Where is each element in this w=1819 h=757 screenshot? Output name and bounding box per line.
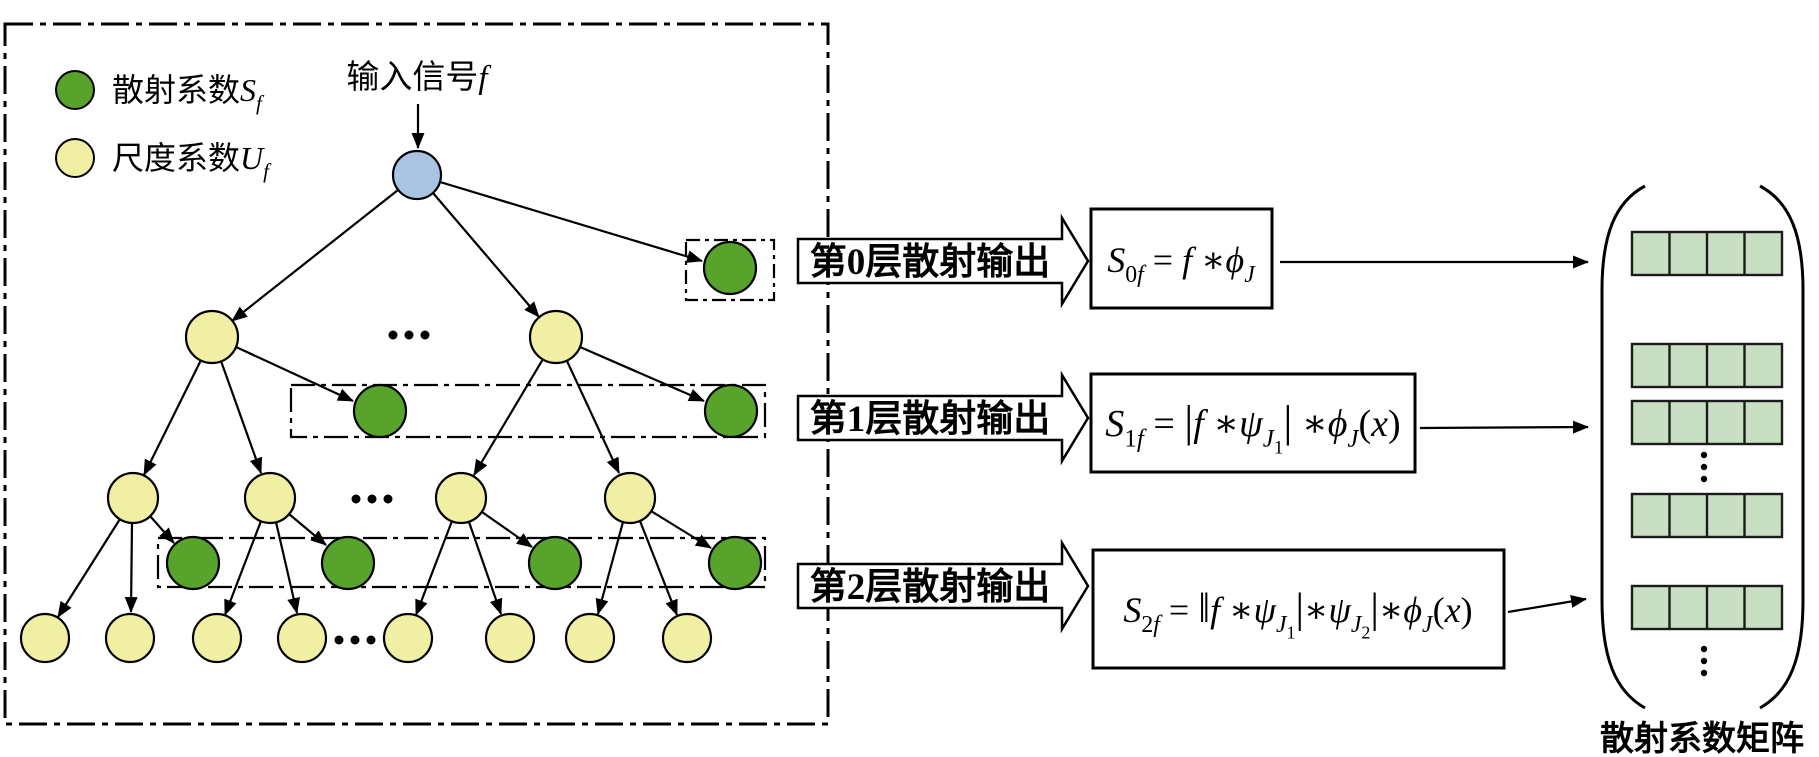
edge-l2c-to-s2c xyxy=(481,511,533,548)
banner-label-layer1: 第1层散射输出 xyxy=(810,398,1051,440)
edge-l2a-to-u1 xyxy=(57,518,121,618)
legend-scatter-node-icon xyxy=(55,70,95,110)
node-input-root xyxy=(391,149,443,201)
edge-l2d-to-u7 xyxy=(595,521,625,615)
formula-box-s2 xyxy=(1091,548,1506,670)
formula-box-s1 xyxy=(1089,372,1417,474)
matrix-row-2 xyxy=(1630,342,1784,389)
edge-l2c-to-u5 xyxy=(414,520,454,616)
edge-l2a-to-s2a xyxy=(149,515,175,544)
tree-nodes xyxy=(19,149,763,664)
edge-root-to-l1-left xyxy=(231,189,399,322)
edge-l1b-to-s1b xyxy=(579,345,705,403)
edge-l2b-to-u3 xyxy=(223,520,263,616)
matrix-vertical-ellipsis-icon-bottom xyxy=(1700,645,1708,677)
edge-l2d-to-s2d xyxy=(650,510,712,549)
node-scale-l3-3 xyxy=(191,612,243,664)
legend-scale-label: 尺度系数Uf xyxy=(112,140,272,183)
legend-scale-node-icon xyxy=(55,138,95,178)
layer0-output-dashed-box xyxy=(684,238,776,302)
node-scale-l3-8 xyxy=(661,612,713,664)
legend: 散射系数Sf 尺度系数Uf xyxy=(55,70,272,183)
edge-l1b-to-l2d xyxy=(566,360,620,474)
node-scatter-s2-d xyxy=(707,535,763,591)
scatter-coefficient-matrix: 散射系数矩阵 xyxy=(1600,184,1805,757)
node-scale-l2-d xyxy=(603,471,657,525)
arrow-s2-to-matrix xyxy=(1507,595,1587,614)
node-scale-l2-b xyxy=(243,471,297,525)
layer2-output-dashed-box xyxy=(156,536,767,589)
node-scale-l3-5 xyxy=(382,612,434,664)
node-scale-l3-2 xyxy=(104,612,156,664)
node-scatter-s1-left xyxy=(352,383,408,439)
legend-scatter-label: 散射系数Sf xyxy=(112,72,265,115)
tree-outer-dashed-box xyxy=(3,22,830,726)
matrix-arrows xyxy=(1280,255,1589,614)
edge-l2d-to-u8 xyxy=(638,520,679,616)
node-scale-l3-6 xyxy=(484,612,536,664)
edge-l2c-to-u6 xyxy=(467,521,503,615)
tree-ellipses xyxy=(334,330,430,645)
ellipsis-level3-icon xyxy=(334,635,376,645)
edge-l1a-to-l2b xyxy=(219,360,263,474)
node-scale-l2-a xyxy=(106,471,160,525)
node-scale-l3-4 xyxy=(276,612,328,664)
edge-l1a-to-s1a xyxy=(235,346,354,402)
matrix-row-1 xyxy=(1630,230,1784,277)
banner-shape-layer0 xyxy=(796,213,1090,309)
formula-boxes: S0f = f ∗ϕJ S1f = |f ∗ψJ1| ∗ϕJ(x) S2f = … xyxy=(1089,207,1506,670)
matrix-row-3 xyxy=(1630,399,1784,446)
matrix-right-bracket xyxy=(1759,184,1805,710)
node-scatter-s2-b xyxy=(320,535,376,591)
banner-label-layer2: 第2层散射输出 xyxy=(810,566,1051,608)
node-scatter-s1-right xyxy=(703,383,759,439)
tree-edges xyxy=(57,104,712,618)
node-scatter-s0 xyxy=(702,240,758,296)
formula-s1: S1f = |f ∗ψJ1| ∗ϕJ(x) xyxy=(1105,396,1400,458)
node-scale-l2-c xyxy=(434,471,488,525)
edge-l2b-to-s2b xyxy=(288,513,327,546)
node-scale-l3-7 xyxy=(564,612,616,664)
ellipsis-level2-icon xyxy=(351,494,393,504)
node-scale-l1-left xyxy=(184,309,240,365)
node-scale-l3-1 xyxy=(19,612,71,664)
edge-root-to-l1-right xyxy=(432,192,540,318)
edge-l1a-to-l2a xyxy=(143,359,202,476)
matrix-left-bracket xyxy=(1600,184,1646,710)
banner-shape-layer1 xyxy=(796,370,1090,466)
arrow-s1-to-matrix xyxy=(1419,420,1589,434)
input-signal-label: 输入信号f xyxy=(346,59,491,96)
ellipsis-level1-icon xyxy=(388,330,430,340)
formula-s0: S0f = f ∗ϕJ xyxy=(1107,240,1256,288)
matrix-vertical-ellipsis-icon xyxy=(1700,451,1708,483)
banners: 第0层散射输出 第1层散射输出 第2层散射输出 xyxy=(796,213,1090,634)
node-scatter-s2-a xyxy=(165,535,221,591)
matrix-row-5 xyxy=(1630,584,1784,631)
formula-s2: S2f = ‖f ∗ψJ1|∗ψJ2|∗ϕJ(x) xyxy=(1123,585,1472,643)
edge-l2a-to-u2 xyxy=(124,521,138,613)
banner-label-layer0: 第0层散射输出 xyxy=(810,241,1051,283)
edge-root-to-s0 xyxy=(439,180,703,263)
edge-l1b-to-l2c xyxy=(473,358,544,476)
banner-shape-layer2 xyxy=(796,538,1090,634)
node-scatter-s2-c xyxy=(527,535,583,591)
node-scale-l1-right xyxy=(528,309,584,365)
formula-box-s0 xyxy=(1089,207,1274,310)
matrix-row-4 xyxy=(1630,492,1784,539)
matrix-title: 散射系数矩阵 xyxy=(1600,720,1804,757)
edge-l2b-to-u4 xyxy=(274,521,300,614)
